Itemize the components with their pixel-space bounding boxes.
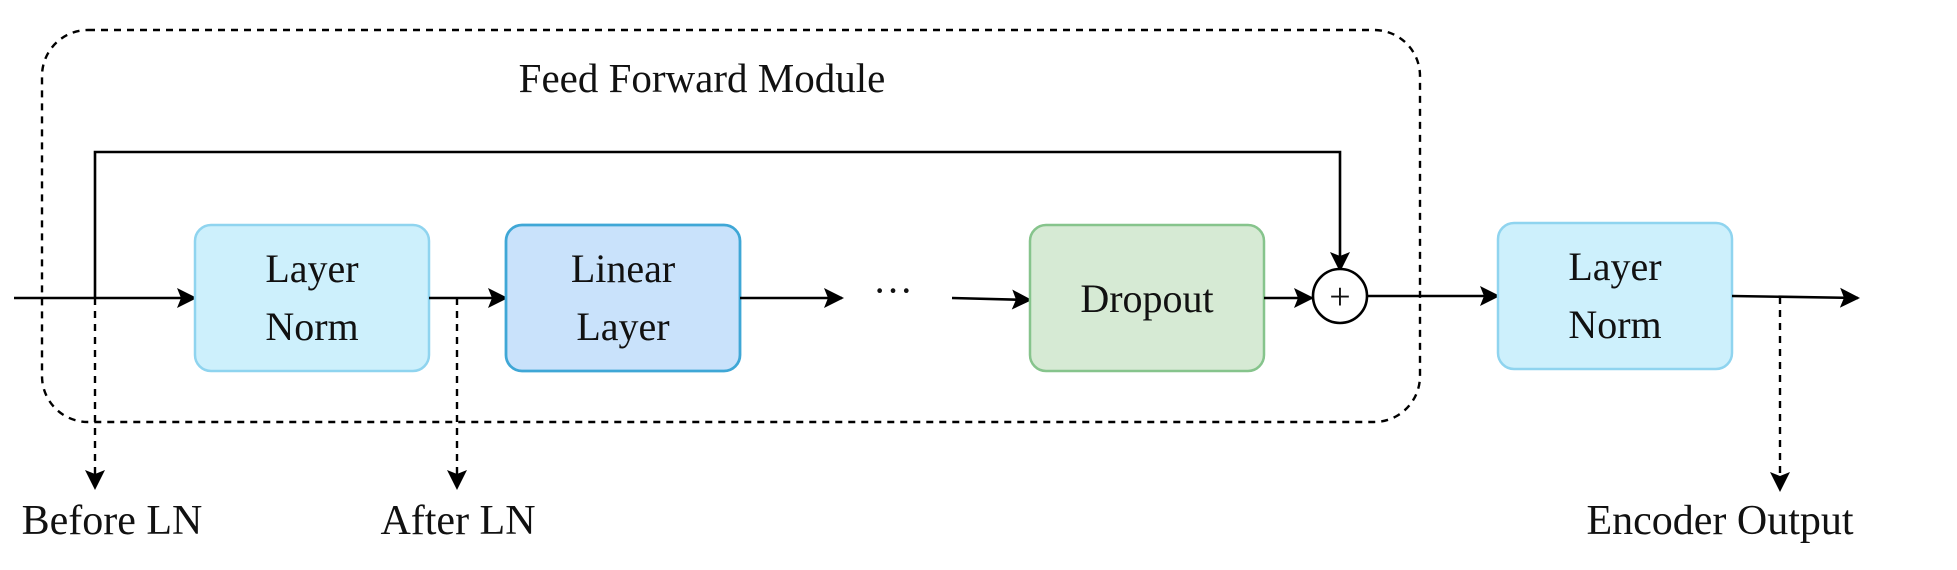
- layer-norm-block-1: Layer Norm: [193, 223, 431, 373]
- before-ln-label: Before LN: [22, 498, 203, 544]
- dropout-label: Dropout: [1080, 276, 1213, 321]
- sum-node: +: [1311, 267, 1369, 325]
- linear-layer-line2: Layer: [576, 304, 669, 349]
- layer-norm-1-line1: Layer: [265, 246, 358, 291]
- module-title: Feed Forward Module: [519, 55, 886, 101]
- layer-norm-2-line2: Norm: [1568, 302, 1661, 347]
- layer-norm-1-line2: Norm: [265, 304, 358, 349]
- layer-norm-2-line1: Layer: [1568, 244, 1661, 289]
- output-arrow: [1731, 287, 1860, 308]
- module-boundary: [40, 28, 1422, 424]
- linear-layer-block: Linear Layer: [504, 223, 742, 373]
- after-ln-label: After LN: [380, 498, 535, 544]
- encoder-output-label: Encoder Output: [1586, 498, 1853, 544]
- into-dropout-arrow: [951, 289, 1032, 310]
- plus-symbol: +: [1329, 276, 1350, 318]
- residual-connection: [93, 150, 1350, 298]
- layer-norm-block-2: Layer Norm: [1496, 221, 1734, 371]
- ellipsis: ···: [873, 268, 913, 313]
- dropout-block: Dropout: [1028, 223, 1266, 373]
- linear-layer-line1: Linear: [571, 246, 675, 291]
